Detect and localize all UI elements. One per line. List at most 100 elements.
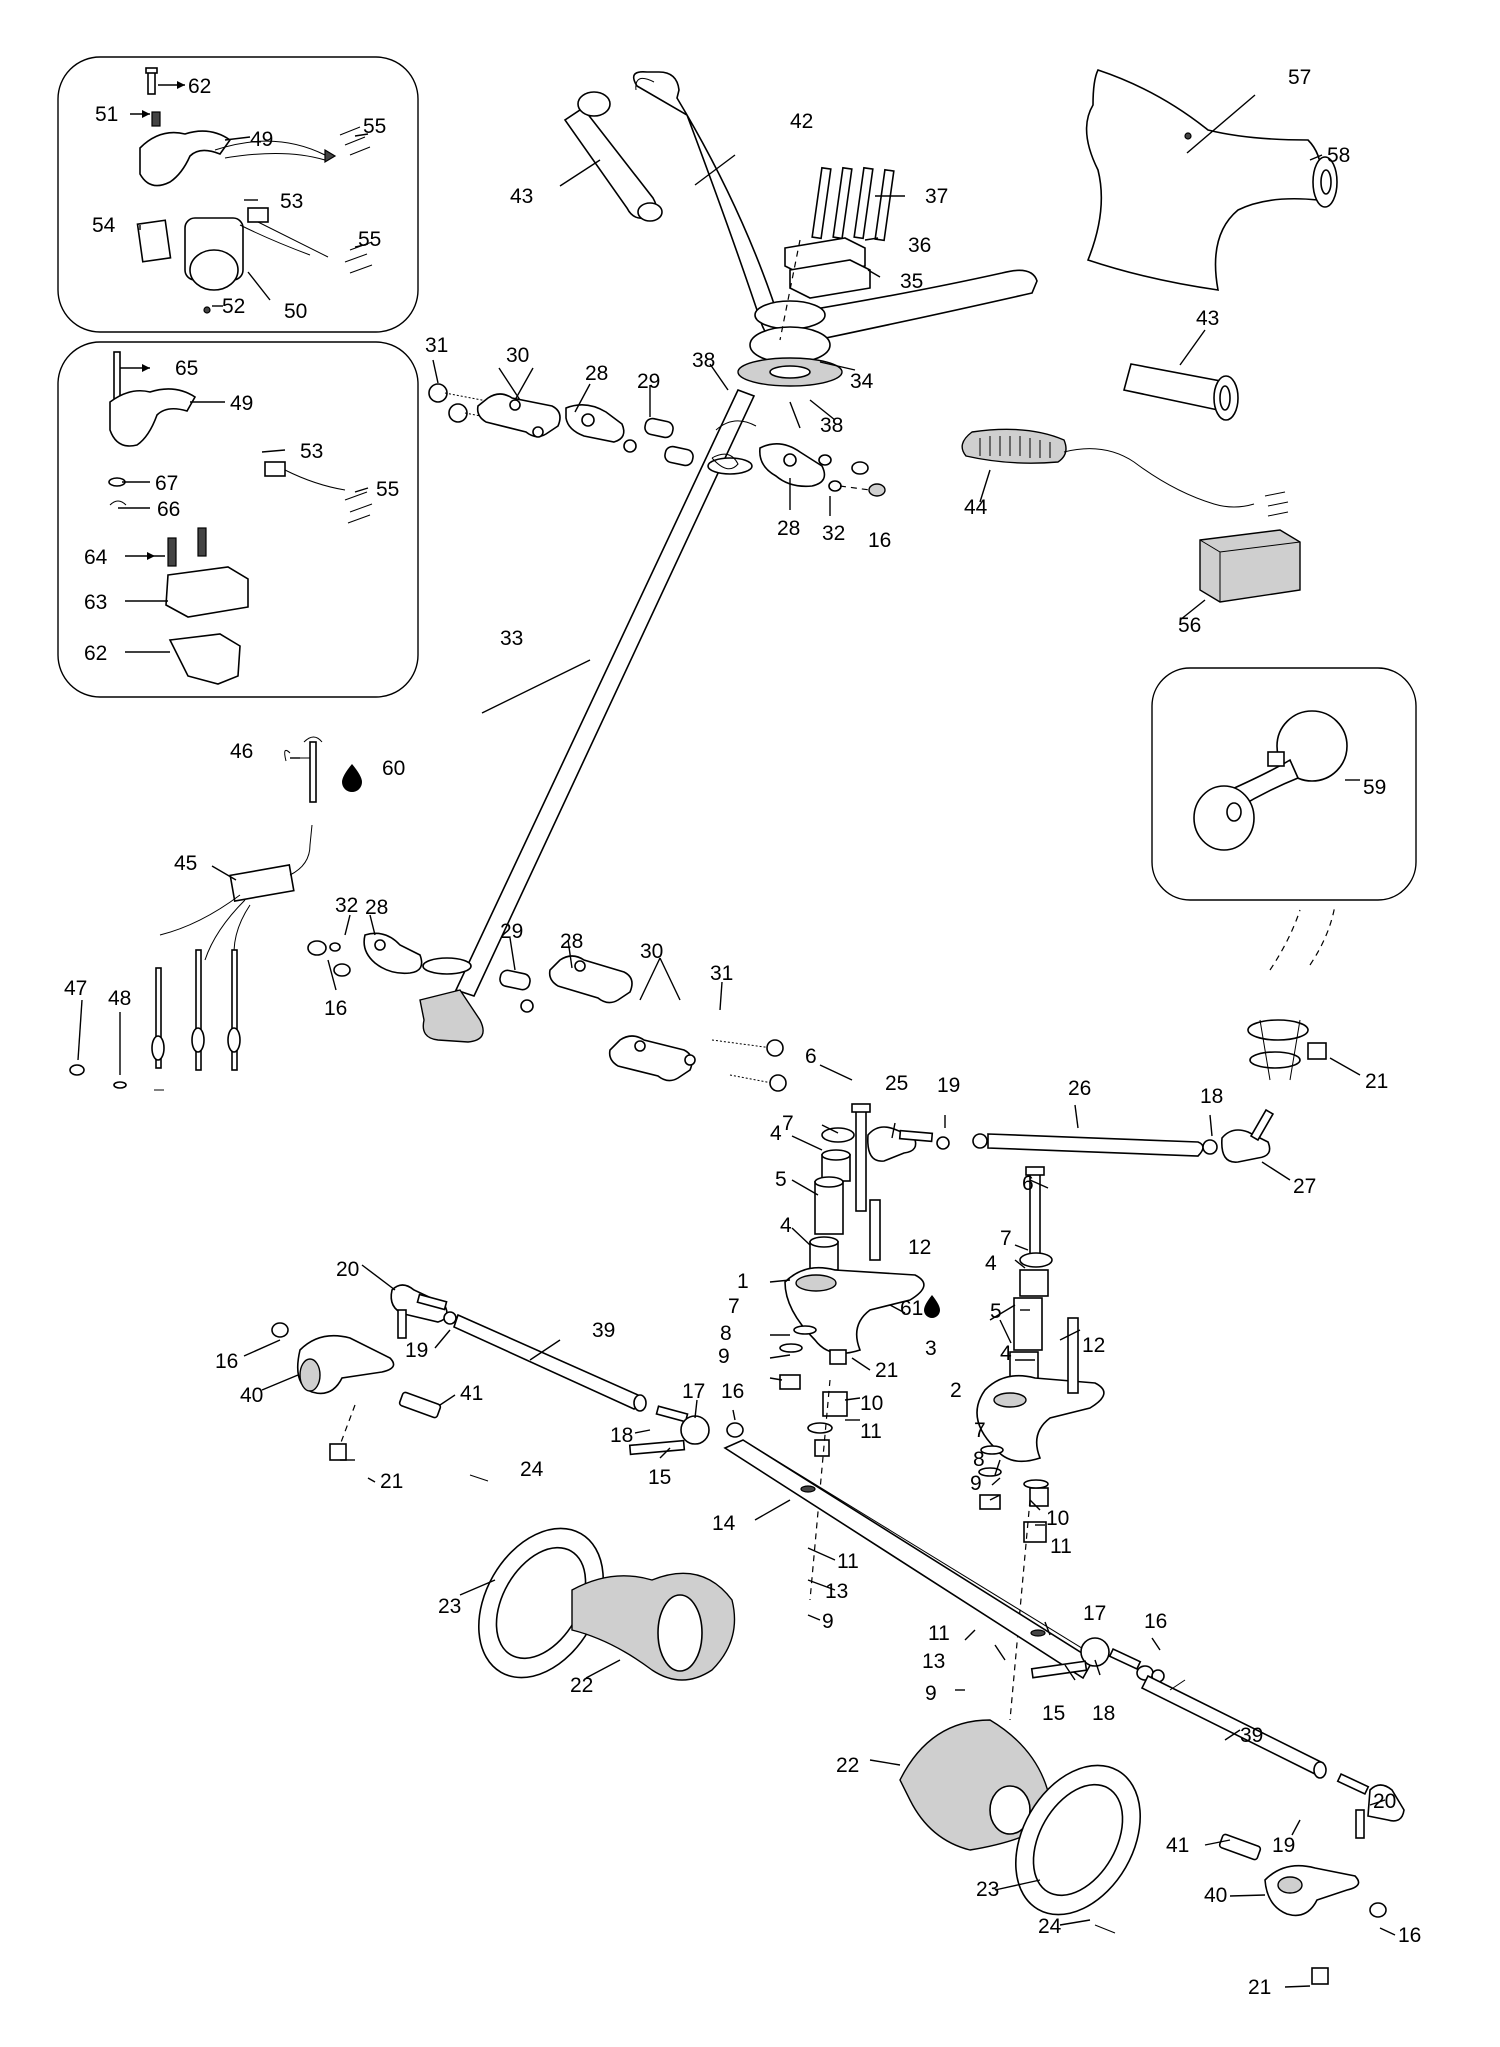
label-44: 44 (964, 496, 988, 519)
label-30: 30 (506, 344, 529, 367)
label-4b: 4 (780, 1214, 792, 1237)
label-39b: 39 (1240, 1724, 1263, 1747)
label-22: 22 (570, 1674, 593, 1697)
inset-box-switch-assembly (57, 56, 419, 333)
label-28c: 28 (365, 896, 388, 919)
label-40b: 40 (1204, 1884, 1227, 1907)
drag-link-left (390, 1284, 744, 1456)
axis-line-left-spindle (339, 1404, 356, 1446)
inset2-parts (108, 351, 373, 685)
label-62: 62 (188, 75, 211, 98)
inset-box-switch-assembly-alt (57, 341, 419, 698)
grip-heater (961, 428, 1289, 517)
label-31: 31 (425, 334, 448, 357)
upper-linkage (428, 383, 886, 497)
horn (1193, 710, 1348, 851)
label-56: 56 (1178, 614, 1201, 637)
label-16e: 16 (1144, 1610, 1167, 1633)
label-15: 15 (648, 1466, 671, 1489)
label-30b: 30 (640, 940, 663, 963)
pivot-arm-right (976, 1166, 1105, 1543)
label-24: 24 (520, 1458, 544, 1481)
label-8: 8 (720, 1322, 732, 1345)
label-61: 61 (900, 1297, 923, 1320)
inset1-parts (136, 67, 373, 314)
label-45: 45 (174, 852, 197, 875)
label-28d: 28 (560, 930, 583, 953)
label-18: 18 (1200, 1085, 1223, 1108)
label-6: 6 (805, 1045, 817, 1068)
label-48: 48 (108, 987, 131, 1010)
label-67: 67 (155, 472, 178, 495)
label-19c: 19 (1272, 1834, 1295, 1857)
label-1: 1 (737, 1270, 749, 1293)
label-60: 60 (382, 757, 405, 780)
steering-post-right (1247, 904, 1336, 1081)
spindle-arm-left (271, 1322, 442, 1461)
label-16b: 16 (324, 997, 347, 1020)
label-26: 26 (1068, 1077, 1091, 1100)
label-53: 53 (280, 190, 303, 213)
label-12b: 12 (1082, 1334, 1105, 1357)
label-59: 59 (1363, 776, 1386, 799)
label-63: 63 (84, 591, 107, 614)
label-38: 38 (692, 349, 715, 372)
label-9c: 9 (822, 1610, 834, 1633)
label-24b: 24 (1038, 1915, 1062, 1938)
label-66: 66 (157, 498, 180, 521)
label-28: 28 (585, 362, 608, 385)
label-65: 65 (175, 357, 198, 380)
label-19: 19 (937, 1074, 960, 1097)
part-labels: 62 51 49 55 53 54 55 50 52 65 49 53 67 5… (64, 66, 1421, 1999)
label-5: 5 (775, 1168, 787, 1191)
leader-lines (77, 84, 1396, 1988)
label-23: 23 (438, 1595, 461, 1618)
label-4: 4 (770, 1122, 782, 1145)
label-39: 39 (592, 1319, 615, 1342)
label-32: 32 (822, 522, 845, 545)
label-6b: 6 (1022, 1172, 1034, 1195)
label-9b: 9 (970, 1472, 982, 1495)
label-7: 7 (782, 1112, 794, 1135)
handlebar (632, 70, 1038, 346)
label-7b: 7 (1000, 1227, 1012, 1250)
label-49b: 49 (230, 392, 253, 415)
label-64: 64 (84, 546, 108, 569)
label-33: 33 (500, 627, 523, 650)
label-32b: 32 (335, 894, 358, 917)
label-53b: 53 (300, 440, 323, 463)
label-15b: 15 (1042, 1702, 1065, 1725)
label-40: 40 (240, 1384, 263, 1407)
label-11b: 11 (1050, 1535, 1072, 1558)
label-29: 29 (637, 370, 660, 393)
label-49: 49 (250, 128, 273, 151)
label-10b: 10 (1046, 1507, 1069, 1530)
label-16f: 16 (1398, 1924, 1421, 1947)
label-11d: 11 (928, 1622, 950, 1645)
label-34: 34 (850, 370, 874, 393)
label-21c: 21 (380, 1470, 403, 1493)
oil-drop-icon-61 (924, 1295, 940, 1318)
label-21: 21 (1365, 1070, 1388, 1093)
label-54: 54 (92, 214, 116, 237)
label-42: 42 (790, 110, 813, 133)
label-11c: 11 (837, 1550, 859, 1573)
label-4c: 4 (985, 1252, 997, 1275)
label-51: 51 (95, 103, 118, 126)
label-12: 12 (908, 1236, 931, 1259)
label-55c: 55 (376, 478, 399, 501)
spindle-arm-right (1218, 1833, 1387, 1985)
grip-left (563, 91, 663, 222)
label-16: 16 (868, 529, 891, 552)
boot-left (469, 1474, 736, 1681)
label-41b: 41 (1166, 1834, 1189, 1857)
label-19b: 19 (405, 1339, 428, 1362)
label-14: 14 (712, 1512, 736, 1535)
label-4d: 4 (1000, 1342, 1012, 1365)
label-13: 13 (825, 1580, 848, 1603)
label-36: 36 (908, 234, 931, 257)
label-23b: 23 (976, 1878, 999, 1901)
label-18b: 18 (610, 1424, 633, 1447)
grip-right (1123, 363, 1239, 421)
label-43b: 43 (1196, 307, 1219, 330)
